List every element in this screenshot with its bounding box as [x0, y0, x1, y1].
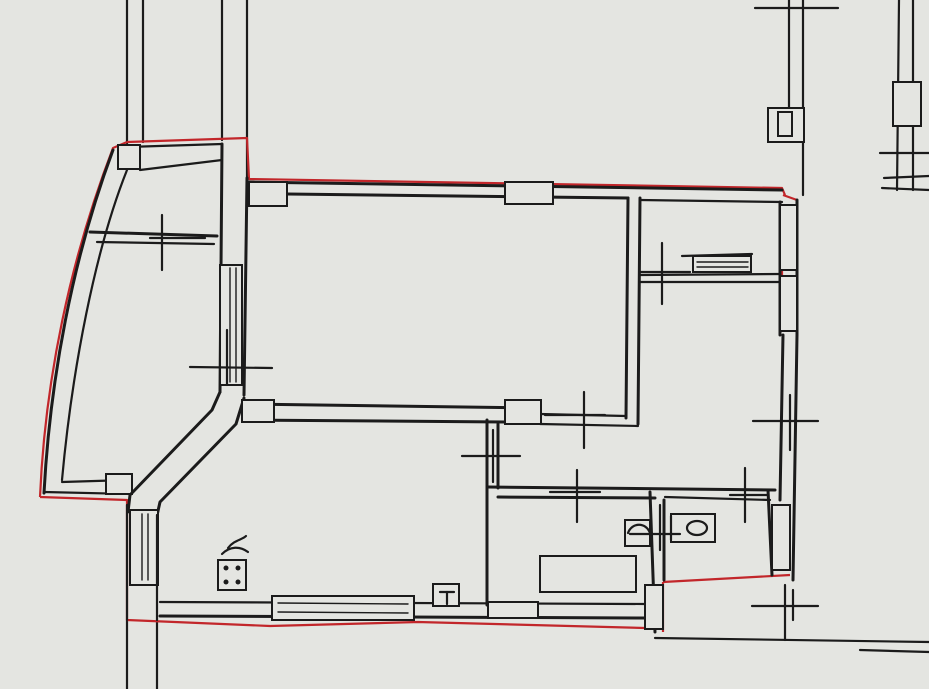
- lower-rooms-walls: [158, 418, 791, 634]
- right-rooms-walls: [638, 198, 799, 582]
- room-top-walls: [241, 180, 784, 428]
- cross-mark-icon: [148, 213, 820, 552]
- stove-icon: [217, 534, 250, 591]
- toilet-icon: [669, 513, 716, 543]
- sink-icon: [432, 583, 460, 607]
- bathtub-icon: [539, 555, 637, 593]
- radiator-icon: [692, 255, 752, 273]
- balcony-partition-wall: [125, 142, 249, 622]
- balcony: [42, 142, 224, 496]
- neighbor-walls: [125, 0, 929, 689]
